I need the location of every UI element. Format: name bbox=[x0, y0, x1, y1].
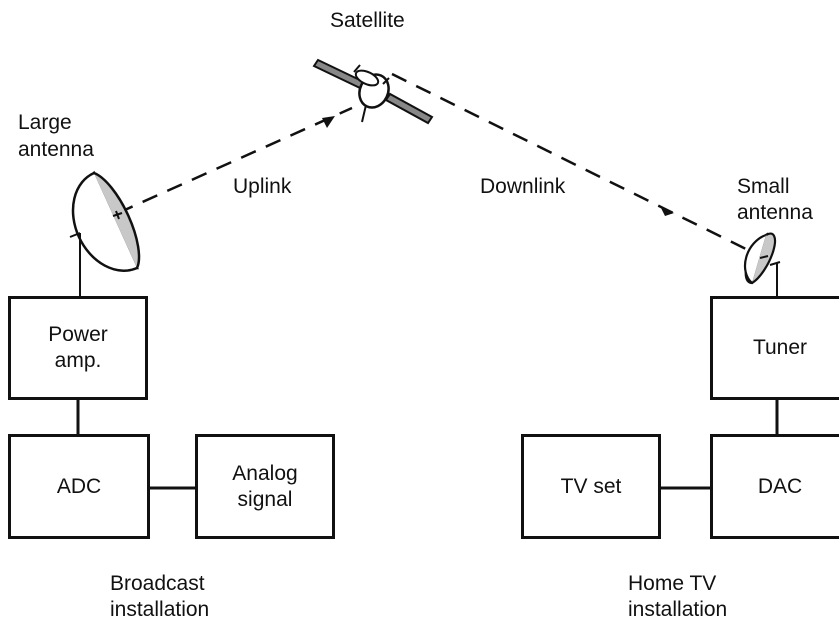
downlink-arrow bbox=[660, 206, 674, 216]
tv-set-label: TV set bbox=[560, 474, 622, 498]
broadcast-caption-line1: Broadcast bbox=[110, 572, 205, 595]
power-amp-box: Power amp. bbox=[8, 296, 148, 400]
satellite-icon bbox=[312, 58, 434, 125]
uplink-label: Uplink bbox=[233, 175, 292, 198]
broadcast-caption-line2: installation bbox=[110, 598, 210, 621]
small-antenna-label-line2: antenna bbox=[737, 201, 813, 224]
adc-label: ADC bbox=[56, 474, 102, 498]
analog-line1: Analog bbox=[232, 461, 298, 485]
tv-set-box: TV set bbox=[521, 434, 661, 539]
small-dish-icon bbox=[743, 232, 781, 300]
analog-signal-box: Analog signal bbox=[195, 434, 335, 539]
uplink-path bbox=[117, 106, 353, 215]
tuner-box: Tuner bbox=[710, 296, 839, 400]
dac-label: DAC bbox=[757, 474, 803, 498]
power-amp-line1: Power bbox=[48, 323, 108, 346]
tuner-label: Tuner bbox=[752, 336, 808, 359]
small-antenna-label-line1: Small bbox=[737, 175, 790, 198]
downlink-label: Downlink bbox=[480, 175, 566, 198]
adc-box: ADC bbox=[8, 434, 150, 539]
analog-line2: signal bbox=[237, 487, 293, 511]
large-antenna-label-line2: antenna bbox=[18, 138, 94, 161]
large-dish-icon bbox=[69, 170, 141, 297]
large-antenna-label-line1: Large bbox=[18, 111, 72, 134]
power-amp-line2: amp. bbox=[54, 349, 102, 372]
uplink-arrow bbox=[322, 116, 335, 128]
satellite-label: Satellite bbox=[330, 9, 405, 32]
home-caption-line1: Home TV bbox=[628, 572, 717, 595]
home-caption-line2: installation bbox=[628, 598, 728, 621]
downlink-path bbox=[391, 72, 749, 252]
dac-box: DAC bbox=[710, 434, 839, 539]
